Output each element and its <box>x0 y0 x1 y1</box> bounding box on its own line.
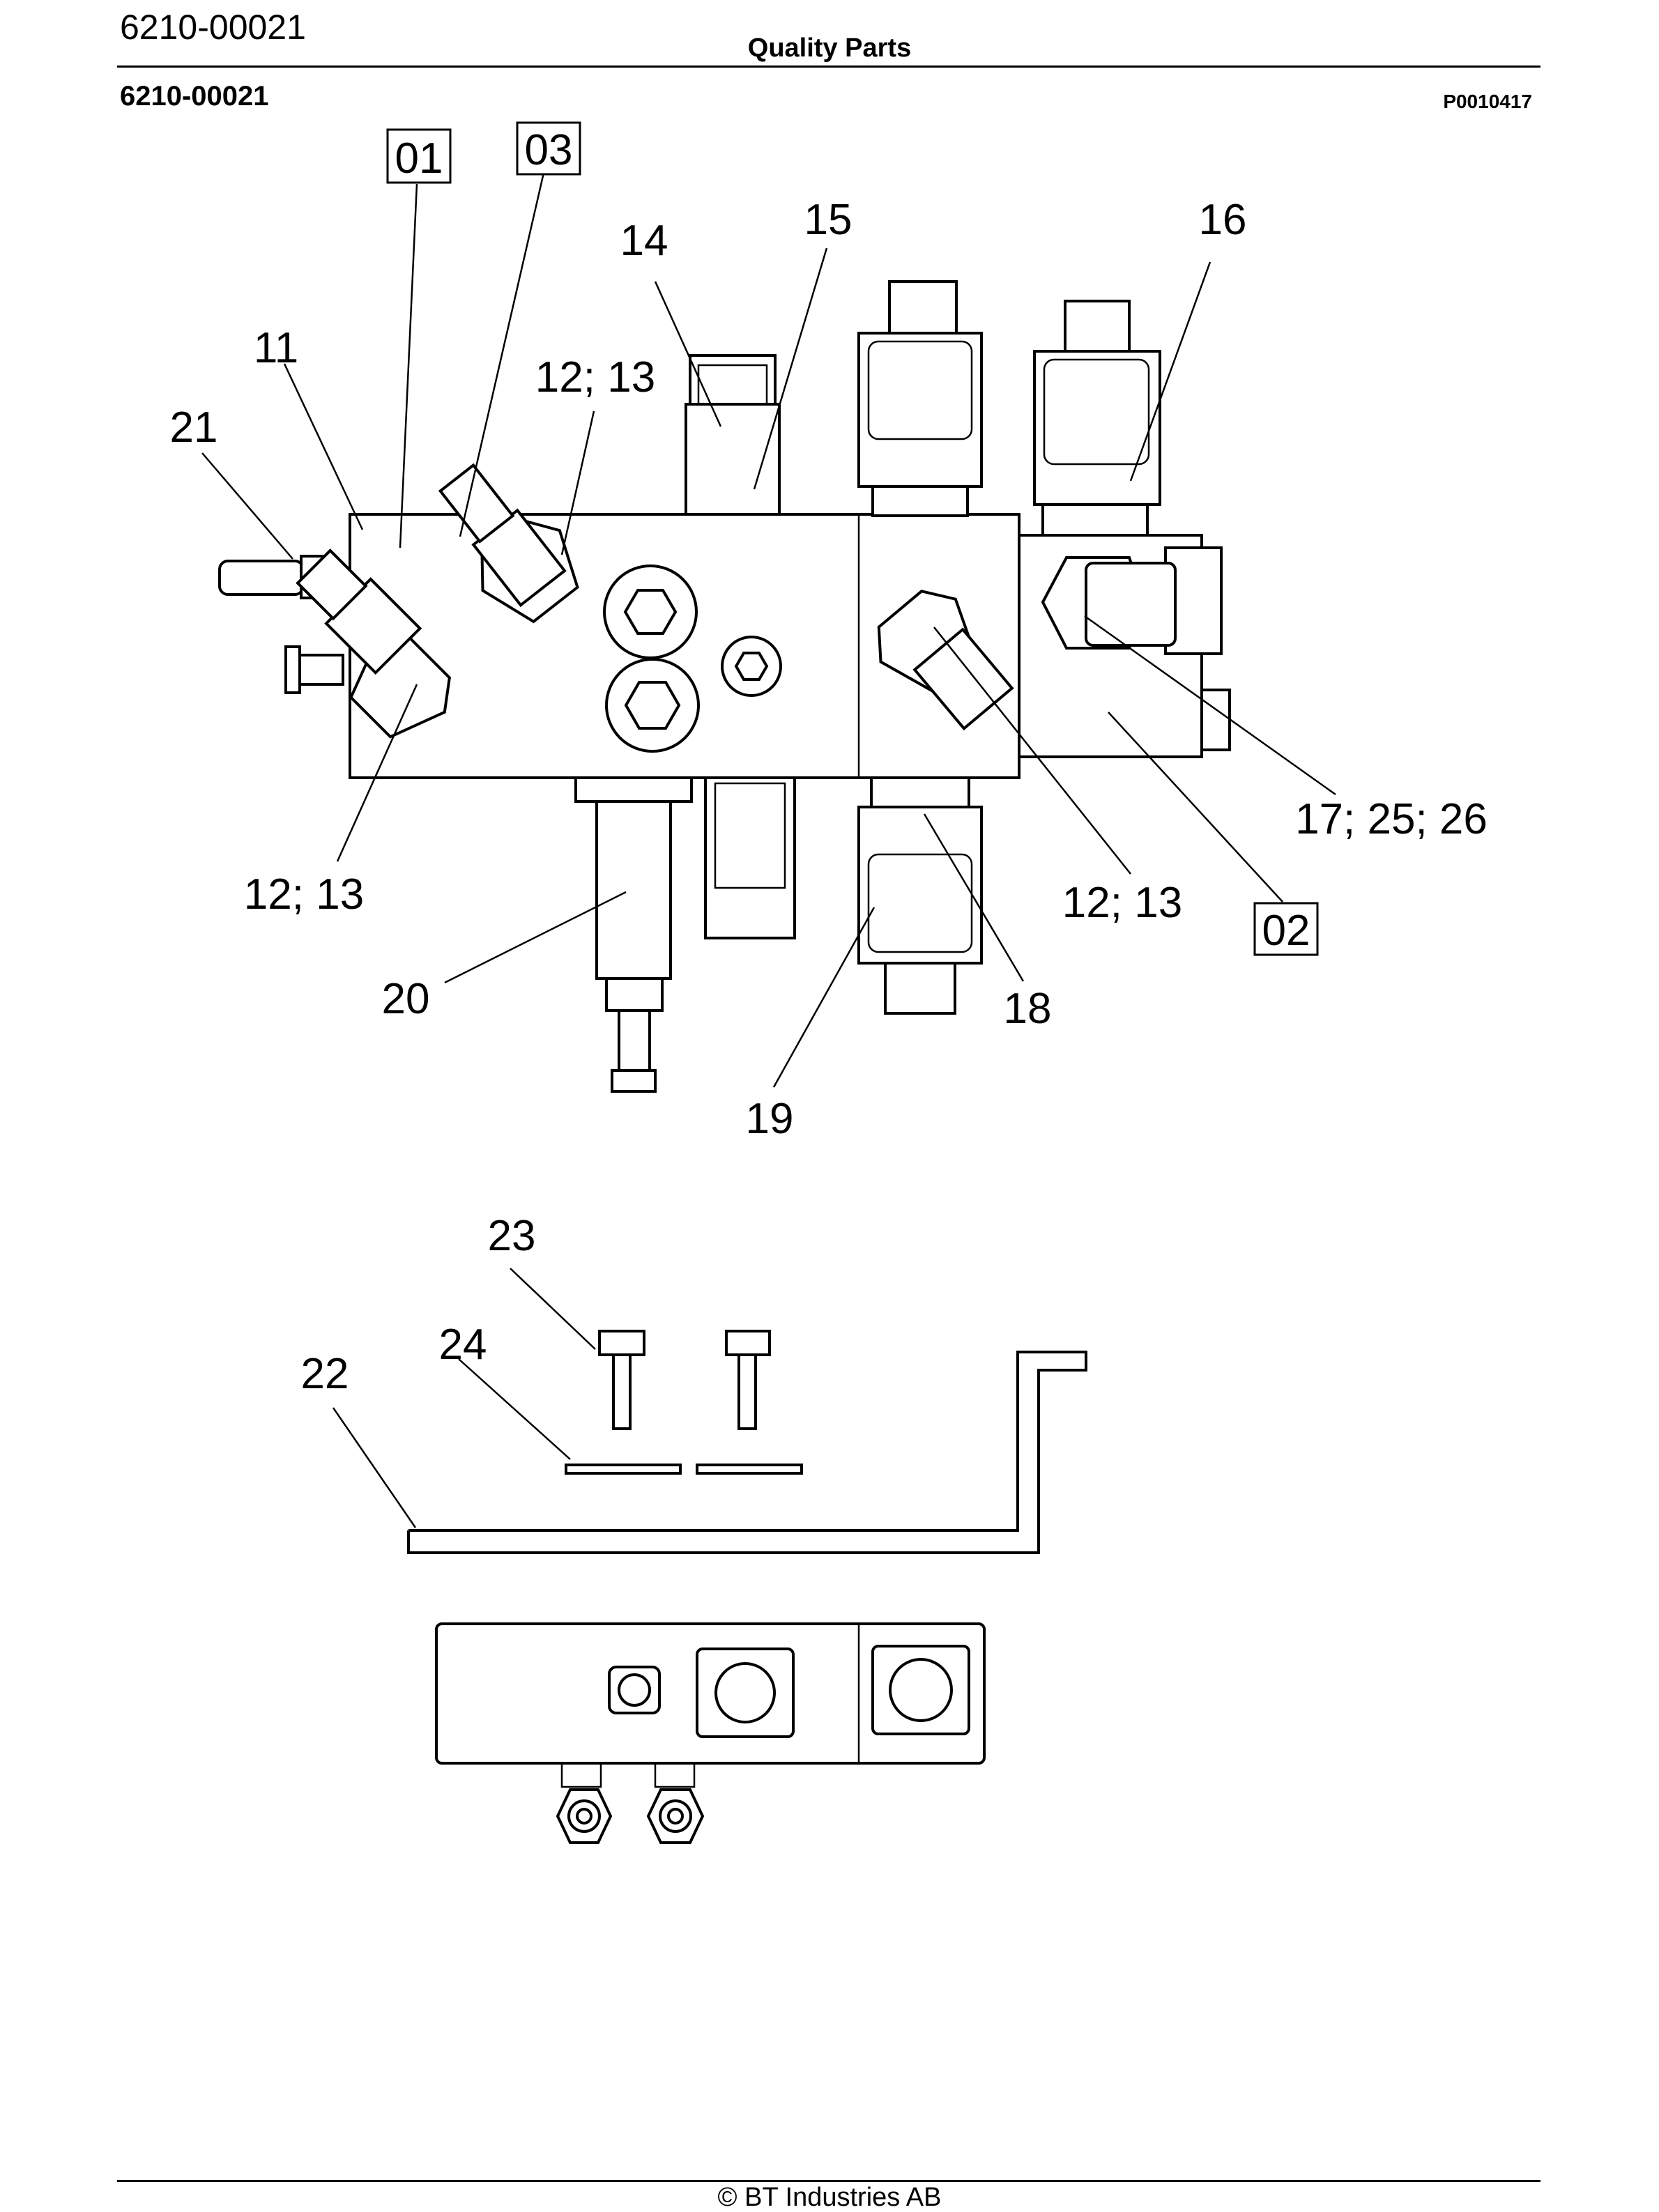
leader-17-25-26 <box>1084 615 1336 796</box>
leader-lines <box>201 172 1336 1528</box>
solenoid-cap <box>888 280 958 337</box>
leader-18 <box>923 813 1025 982</box>
leader-19 <box>772 907 876 1088</box>
hex-plug <box>624 681 681 730</box>
assembly-number: 6210-00021 <box>120 81 269 112</box>
callout-box-03 <box>516 121 581 176</box>
callout-02: 02 <box>1262 907 1310 955</box>
valve-block-top-view <box>435 1622 986 1844</box>
solenoid-coil <box>857 806 983 965</box>
callout-box-02 <box>1253 902 1319 956</box>
bottom-valve-flange <box>574 776 693 803</box>
document-number: 6210-00021 <box>120 8 306 47</box>
solenoid-coil <box>1033 350 1161 506</box>
bottom-valve-nut <box>605 977 664 1012</box>
callout-12-13-left: 12; 13 <box>244 870 364 919</box>
leader-11 <box>283 363 364 530</box>
leader-22 <box>332 1407 417 1528</box>
solenoid-coil <box>857 332 983 488</box>
callout-19: 19 <box>746 1095 794 1143</box>
copyright-notice: © BT Industries AB <box>717 2183 942 2212</box>
callout-21: 21 <box>170 404 218 452</box>
angled-cartridge-left <box>296 548 451 739</box>
angled-cartridge-right <box>877 590 1014 731</box>
leader-24 <box>458 1358 571 1460</box>
solenoid-base <box>1041 503 1149 537</box>
leader-03 <box>459 172 545 537</box>
washer <box>565 1464 682 1475</box>
screw-shank <box>612 1353 632 1430</box>
solenoid-cap <box>884 962 956 1015</box>
solenoid-face <box>867 340 973 440</box>
hex-nut-bore <box>667 1808 684 1825</box>
leader-20 <box>444 891 627 984</box>
solenoid-face <box>867 853 973 953</box>
pilot-valve-collar <box>685 403 781 516</box>
mounting-bracket <box>407 1351 1087 1554</box>
screw-head <box>598 1330 645 1356</box>
callout-18: 18 <box>1004 985 1052 1033</box>
picture-code: P0010417 <box>1443 91 1532 112</box>
leader-23 <box>510 1268 596 1350</box>
callout-11: 11 <box>254 324 298 372</box>
bottom-solenoid <box>704 776 796 939</box>
bottom-valve-stem <box>618 1009 651 1076</box>
leader-15 <box>753 247 828 490</box>
port-ring <box>714 1662 776 1723</box>
port-ring <box>889 1658 953 1722</box>
footer-divider <box>117 2180 1540 2182</box>
leader-12-13-top <box>560 410 595 555</box>
solenoid-cap <box>1064 300 1131 357</box>
callout-17-25-26: 17; 25; 26 <box>1295 795 1488 843</box>
callout-15: 15 <box>804 196 853 244</box>
callout-16: 16 <box>1199 196 1247 244</box>
callout-12-13-top: 12; 13 <box>535 353 655 401</box>
callout-20: 20 <box>382 975 430 1023</box>
callout-01: 01 <box>395 135 443 183</box>
valve-block-assembly <box>218 280 1231 1093</box>
leader-16 <box>1129 261 1211 482</box>
washer <box>696 1464 803 1475</box>
fitting-stem <box>654 1762 696 1788</box>
callout-12-13-right: 12; 13 <box>1062 879 1182 927</box>
callout-22: 22 <box>301 1350 349 1398</box>
leader-02 <box>1108 712 1283 903</box>
callout-labels: 01 03 02 11 21 12; 13 14 15 16 12; 13 20… <box>170 121 1488 1398</box>
mounting-hardware <box>407 1330 1087 1554</box>
callout-03: 03 <box>525 126 573 174</box>
solenoid-base <box>871 485 969 517</box>
callout-23: 23 <box>488 1212 536 1260</box>
page-title: Quality Parts <box>747 33 912 63</box>
callout-14: 14 <box>620 217 668 265</box>
bottom-solenoid-face <box>714 782 786 889</box>
bottom-valve-body <box>595 800 672 980</box>
hex-plug <box>623 589 678 635</box>
hex-nut-bore <box>576 1808 592 1825</box>
end-block-stub <box>1200 689 1231 751</box>
solenoid-base <box>870 776 970 810</box>
hex-plug <box>734 652 769 681</box>
small-port-ring <box>618 1673 651 1707</box>
leader-14 <box>654 281 722 427</box>
callout-box-01 <box>386 128 452 184</box>
callout-24: 24 <box>439 1321 487 1369</box>
bottom-valve-tip <box>611 1069 657 1093</box>
screw-head <box>725 1330 771 1356</box>
knurled-knob <box>218 560 305 596</box>
leader-12-13-right <box>933 627 1131 875</box>
leader-01 <box>399 183 418 548</box>
side-bolt-head <box>284 645 301 694</box>
solenoid-face <box>1043 358 1150 466</box>
angled-cartridge-top <box>438 463 579 624</box>
header-divider <box>117 66 1540 68</box>
leader-12-13-left <box>336 684 418 862</box>
screw-shank <box>737 1353 757 1430</box>
right-fitting-body <box>1085 562 1177 647</box>
fitting-stem <box>560 1762 602 1788</box>
leader-21 <box>201 452 293 560</box>
